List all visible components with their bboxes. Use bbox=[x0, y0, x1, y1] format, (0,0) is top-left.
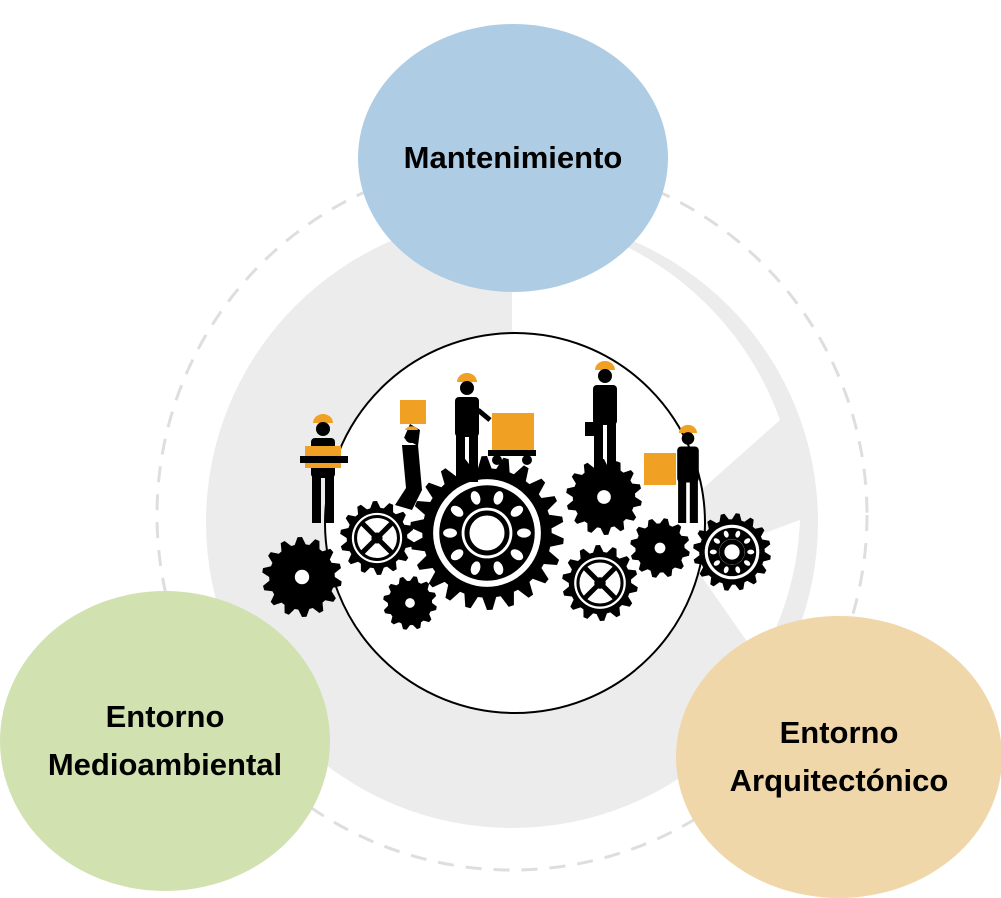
worker-left-icon-hat bbox=[313, 414, 333, 423]
worker-cart-icon-leg-l bbox=[456, 434, 465, 482]
worker-left-icon-head bbox=[316, 422, 330, 436]
gear-center-icon-slot bbox=[450, 549, 464, 561]
ring-gap bbox=[512, 215, 780, 500]
medioambiental-line2: Medioambiental bbox=[47, 747, 283, 782]
gear-center-icon-slot bbox=[443, 528, 457, 538]
worker-standing-icon-hat bbox=[595, 361, 615, 370]
node-medioambiental-label: Entorno Medioambiental bbox=[0, 593, 330, 889]
worker-right-icon-leg-l bbox=[678, 479, 687, 523]
worker-cart-icon-body bbox=[455, 397, 479, 437]
cart-box-icon bbox=[492, 413, 534, 451]
gear-mid-right-icon-hub bbox=[654, 542, 666, 554]
gear-center-icon-slot bbox=[510, 505, 524, 517]
briefcase-icon bbox=[585, 422, 595, 436]
gear-center-icon-slot bbox=[493, 491, 504, 505]
cart-handle-icon bbox=[476, 408, 492, 422]
gear-left-icon-hub bbox=[294, 569, 310, 585]
worker-right-icon-leg-r bbox=[689, 479, 698, 523]
node-medioambiental-circle bbox=[0, 591, 330, 891]
worker-cart-icon-hat bbox=[457, 373, 477, 382]
cart-wheel-r-icon bbox=[522, 455, 532, 465]
gear-small-icon-hub bbox=[405, 598, 415, 608]
worker-right-icon-head bbox=[681, 432, 695, 445]
worker-standing-icon-head bbox=[598, 369, 612, 383]
worker-standing-icon-leg-l bbox=[594, 422, 603, 470]
gear-spoke-left-icon-hub bbox=[371, 532, 383, 544]
node-mantenimiento-label: Mantenimiento bbox=[358, 30, 668, 286]
gear-far-right-icon-slot bbox=[713, 560, 721, 566]
node-mantenimiento-circle bbox=[358, 24, 668, 292]
gear-center-icon-slot bbox=[517, 528, 531, 538]
gear-center-icon-slot bbox=[470, 491, 481, 505]
mantenimiento-text: Mantenimiento bbox=[403, 140, 623, 175]
cart-wheel-l-icon bbox=[492, 455, 502, 465]
gear-far-right-icon-slot bbox=[747, 549, 755, 555]
box-right-icon bbox=[644, 453, 676, 485]
gear-far-right-icon-slot bbox=[735, 566, 741, 574]
gear-center-icon-slot bbox=[450, 505, 464, 517]
workers-on-gears-icon bbox=[262, 361, 771, 630]
gear-far-right-icon-slot bbox=[713, 538, 721, 544]
gear-center-icon-core-ring bbox=[464, 510, 510, 556]
worker-right-icon-body bbox=[677, 446, 699, 483]
arquitectonico-line1: Entorno bbox=[779, 715, 899, 750]
arms-left-icon bbox=[300, 456, 348, 463]
gear-far-right-icon-slot bbox=[743, 560, 751, 566]
worker-standing-icon-leg-r bbox=[607, 422, 616, 470]
gear-center-icon-slot bbox=[470, 561, 481, 575]
gear-far-right-icon-slot bbox=[743, 538, 751, 544]
worker-lift-head-icon bbox=[405, 431, 417, 443]
worker-cart-icon-head bbox=[460, 381, 474, 395]
gear-center-icon-slot bbox=[510, 549, 524, 561]
worker-standing-icon-body bbox=[593, 385, 617, 425]
gear-far-right-icon-slot bbox=[723, 566, 729, 574]
worker-lift-hat-icon bbox=[405, 426, 418, 430]
arquitectonico-line2: Arquitectónico bbox=[729, 763, 949, 798]
node-arquitectonico-label: Entorno Arquitectónico bbox=[676, 617, 1001, 897]
gear-center-icon-slot bbox=[493, 561, 504, 575]
worker-right-icon-hat bbox=[679, 424, 697, 433]
gear-far-right-icon-core-ring bbox=[719, 539, 745, 565]
gear-upper-right-icon-hub bbox=[597, 490, 611, 504]
gear-spoke-right-icon-hub bbox=[594, 577, 606, 589]
node-arquitectonico-circle bbox=[676, 616, 1001, 898]
gear-far-right-icon-slot bbox=[723, 530, 729, 538]
medioambiental-line1: Entorno bbox=[105, 699, 225, 734]
dashed-cycle-ring bbox=[155, 158, 869, 872]
worker-left-icon-leg-r bbox=[325, 475, 334, 523]
gear-spoke-right-icon-rim bbox=[576, 559, 624, 607]
gear-far-right-icon-slot bbox=[735, 530, 741, 538]
gear-far-right-icon-slot bbox=[709, 549, 717, 555]
worker-lift-body-icon bbox=[395, 445, 422, 510]
worker-cart-icon-leg-r bbox=[469, 434, 478, 482]
box-overhead-icon bbox=[400, 400, 426, 424]
cart-base-icon bbox=[488, 450, 536, 456]
worker-left-icon-leg-l bbox=[312, 475, 321, 523]
gear-spoke-left-icon-rim bbox=[354, 515, 400, 561]
